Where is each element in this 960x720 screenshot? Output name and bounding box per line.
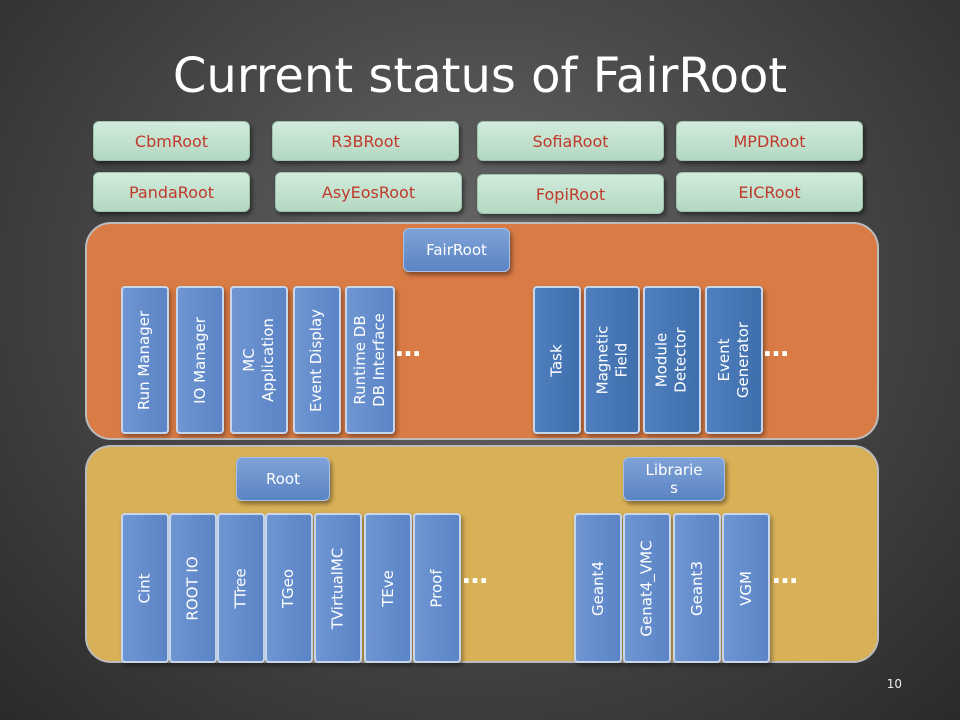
fairroot-header: FairRoot bbox=[403, 228, 510, 272]
module-module-detector: Module Detector bbox=[643, 286, 701, 434]
project-sofiaroot: SofiaRoot bbox=[477, 121, 664, 161]
module-proof: Proof bbox=[413, 513, 461, 663]
module-label: Event Generator bbox=[715, 321, 753, 399]
module-label: Cint bbox=[135, 572, 154, 604]
module-label: MC Application bbox=[240, 318, 277, 402]
module-task: Task bbox=[533, 286, 581, 434]
module-geant3: Geant3 bbox=[673, 513, 721, 663]
module-label: TTree bbox=[231, 567, 250, 609]
module-io-manager: IO Manager bbox=[176, 286, 224, 434]
module-label: Module Detector bbox=[653, 327, 690, 393]
module-label: VGM bbox=[736, 570, 755, 606]
module-label: TEve bbox=[378, 569, 397, 607]
module-label: Geant4 bbox=[588, 560, 607, 616]
module-mc-application: MC Application bbox=[230, 286, 288, 434]
module-label: Runtime DB DB Interface bbox=[351, 313, 389, 407]
module-event-display: Event Display bbox=[293, 286, 341, 434]
libraries-ellipsis: … bbox=[772, 560, 800, 590]
project-asyeosroot: AsyEosRoot bbox=[275, 172, 462, 212]
module-label: Geant3 bbox=[687, 560, 706, 616]
project-eicroot: EICRoot bbox=[676, 172, 863, 212]
slide-title: Current status of FairRoot bbox=[172, 48, 788, 104]
fairroot-right-ellipsis: … bbox=[763, 333, 791, 363]
module-label: Run Manager bbox=[135, 310, 154, 410]
project-r3broot: R3BRoot bbox=[272, 121, 459, 161]
module-tgeo: TGeo bbox=[265, 513, 313, 663]
module-label: Task bbox=[547, 343, 566, 377]
module-vgm: VGM bbox=[722, 513, 770, 663]
fairroot-left-ellipsis: … bbox=[395, 333, 423, 363]
module-label: Magnetic Field bbox=[593, 325, 630, 395]
root-header: Root bbox=[236, 457, 330, 501]
module-ttree: TTree bbox=[217, 513, 265, 663]
module-geant4: Geant4 bbox=[574, 513, 622, 663]
project-fopiroot: FopiRoot bbox=[477, 174, 664, 214]
libraries-header: Librarie s bbox=[623, 457, 725, 501]
module-label: Proof bbox=[427, 568, 446, 608]
module-tvirtualmc: TVirtualMC bbox=[314, 513, 362, 663]
project-mpdroot: MPDRoot bbox=[676, 121, 863, 161]
module-cint: Cint bbox=[121, 513, 169, 663]
module-label: Event Display bbox=[307, 308, 326, 412]
module-label: Genat4_VMC bbox=[637, 539, 656, 637]
project-cbmroot: CbmRoot bbox=[93, 121, 250, 161]
module-label: TGeo bbox=[279, 568, 298, 608]
project-pandaroot: PandaRoot bbox=[93, 172, 250, 212]
module-label: IO Manager bbox=[190, 316, 209, 404]
module-run-manager: Run Manager bbox=[121, 286, 169, 434]
page-number: 10 bbox=[886, 677, 902, 691]
module-runtime-db: Runtime DB DB Interface bbox=[345, 286, 395, 434]
module-teve: TEve bbox=[364, 513, 412, 663]
module-root-io: ROOT IO bbox=[169, 513, 217, 663]
module-genat4-vmc: Genat4_VMC bbox=[623, 513, 671, 663]
module-magnetic-field: Magnetic Field bbox=[584, 286, 640, 434]
root-ellipsis: … bbox=[462, 560, 490, 590]
module-label: ROOT IO bbox=[183, 555, 202, 621]
module-event-generator: Event Generator bbox=[705, 286, 763, 434]
module-label: TVirtualMC bbox=[328, 547, 347, 629]
